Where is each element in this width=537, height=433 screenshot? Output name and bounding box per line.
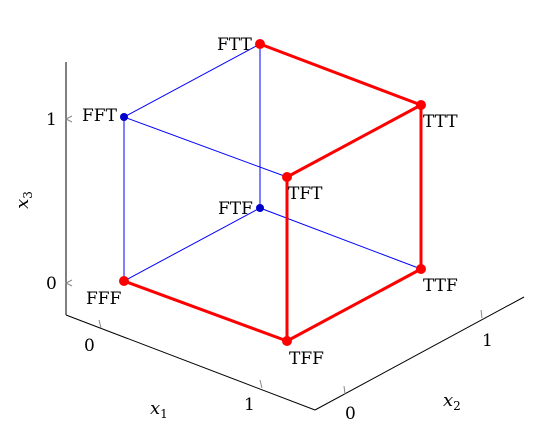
x1-tick-mark-0 (98, 319, 102, 329)
vertex-labels-layer: FFF TFF TTF FTF FFT TFT TTT FTT (82, 35, 458, 369)
vertex-label-TFT: TFT (288, 184, 323, 204)
x1-axis-line (65, 314, 316, 411)
x2-tick-1: 1 (482, 331, 493, 351)
x3-tick-1: 1 (46, 110, 57, 130)
vertex-FTF (256, 204, 264, 212)
x3-tick-mark-0 (64, 279, 73, 287)
x1-tick-mark-1 (259, 379, 263, 389)
vertex-TFT (282, 172, 292, 182)
vertex-TTT (416, 100, 426, 110)
edge-FFF-TFF (122, 279, 289, 343)
vertex-label-TFF: TFF (289, 349, 324, 369)
x1-tick-0: 0 (84, 336, 95, 356)
vertex-FFT (120, 113, 128, 121)
edge-FTF-TTF (259, 207, 422, 270)
x3-axis-label: x3 (12, 191, 35, 209)
vertex-FFF (119, 276, 129, 286)
axes-layer (64, 62, 525, 411)
vertex-label-FTF: FTF (218, 199, 253, 219)
vertex-label-FFT: FFT (82, 106, 118, 126)
vertex-FTT (255, 39, 265, 49)
vertex-TFF (282, 336, 292, 346)
x2-tick-mark-0 (343, 385, 346, 395)
edges-layer (122, 42, 423, 343)
x2-tick-mark-1 (480, 309, 483, 319)
vertex-label-FTT: FTT (217, 35, 252, 55)
vertices-layer (119, 39, 426, 346)
edge-FFF-FTF (123, 207, 261, 282)
edge-TFF-TTF (285, 267, 423, 343)
vertex-label-TTF: TTF (423, 276, 458, 296)
x2-tick-0: 0 (345, 404, 356, 424)
x3-tick-mark-1 (64, 115, 73, 123)
vertex-label-TTT: TTT (423, 112, 458, 132)
vertex-label-FFF: FFF (86, 289, 122, 309)
x2-axis-line (314, 296, 525, 411)
edge-FFT-TFT (123, 116, 288, 178)
x1-axis-label: x1 (150, 398, 168, 421)
x1-tick-1: 1 (244, 395, 255, 415)
edge-TFT-TTT (285, 103, 423, 179)
edge-FFT-FTT (123, 43, 261, 118)
x2-axis-label: x2 (443, 390, 461, 413)
edge-TTT-FTT (258, 42, 423, 107)
x3-tick-0: 0 (46, 274, 57, 294)
vertex-TTF (416, 264, 426, 274)
